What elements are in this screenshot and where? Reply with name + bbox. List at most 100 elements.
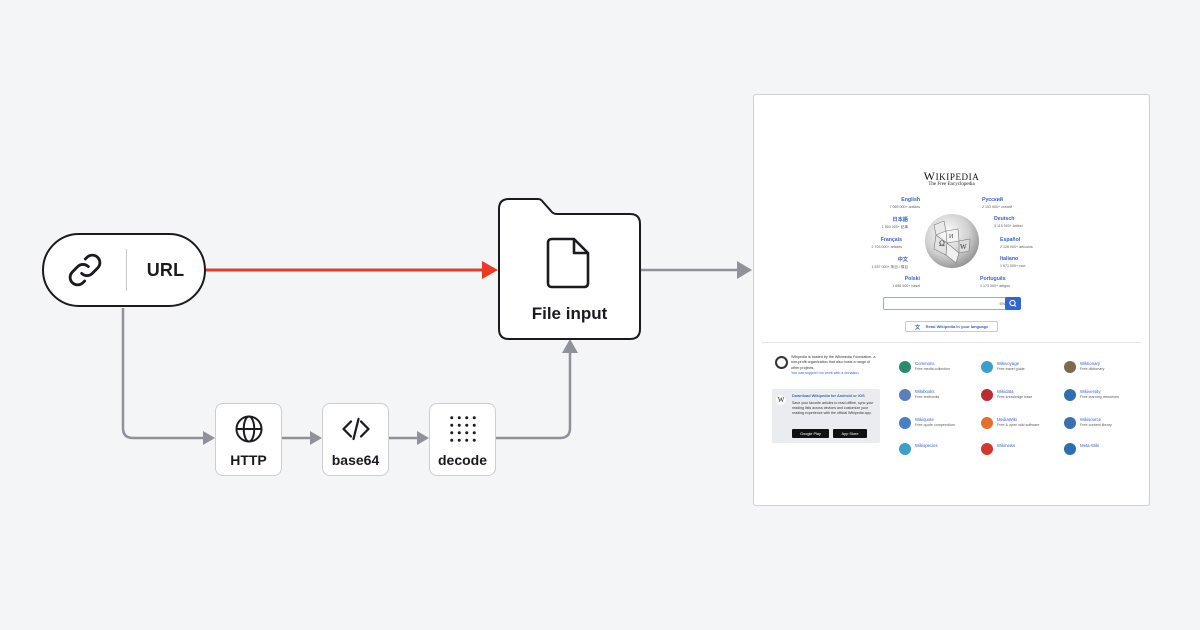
- language-count: 2 126 000+ artículos: [1000, 245, 1033, 249]
- base64-to-decode-arrowhead: [417, 431, 429, 445]
- language-link[interactable]: Italiano 1 971 000+ voci: [1000, 256, 1070, 268]
- project-link[interactable]: Wikivoyage Free travel guide: [981, 361, 1061, 373]
- project-link[interactable]: Wikiquote Free quote compendium: [899, 417, 979, 429]
- svg-text:И: И: [949, 234, 954, 240]
- wikipedia-app-icon: W: [776, 395, 786, 405]
- app-download-text: Save your favorite articles to read offl…: [792, 401, 874, 416]
- wikivoyage-icon: [981, 361, 993, 373]
- wikinews-icon: [981, 443, 993, 455]
- donate-link[interactable]: You can support our work with a donation…: [791, 370, 860, 375]
- project-description: Free quote compendium: [915, 423, 955, 427]
- language-name[interactable]: Deutsch: [994, 216, 1015, 222]
- wikimedia-logo-icon: [775, 356, 788, 369]
- project-name[interactable]: Wikispecies: [915, 443, 938, 448]
- language-count: 1 696 000+ haseł: [892, 284, 920, 288]
- project-link[interactable]: Wikinews: [981, 443, 1061, 455]
- project-name[interactable]: Wikisource: [1080, 417, 1102, 422]
- wikisource-icon: [1064, 417, 1076, 429]
- read-in-language-button[interactable]: 文 Read Wikipedia in your language: [905, 321, 998, 332]
- code-icon: [323, 414, 388, 444]
- project-link[interactable]: Wikiversity Free learning resources: [1064, 389, 1144, 401]
- app-download-title[interactable]: Download Wikipedia for Android or iOS: [792, 393, 865, 398]
- language-link[interactable]: Français 2 703 000+ articles: [832, 237, 902, 249]
- url-to-http-arrowhead: [203, 431, 215, 445]
- search-icon: [1009, 299, 1017, 307]
- svg-text:文: 文: [915, 324, 921, 330]
- decode-to-file-connector: [496, 352, 572, 440]
- wiktionary-icon: [1064, 361, 1076, 373]
- language-count: 2 703 000+ articles: [871, 245, 902, 249]
- project-name[interactable]: Wikidata: [997, 389, 1014, 394]
- project-name[interactable]: Wikinews: [997, 443, 1016, 448]
- wikipedia-tagline: The Free Encyclopedia: [928, 182, 975, 187]
- wikimedia-foundation-block: Wikipedia is hosted by the Wikimedia Fou…: [773, 355, 878, 376]
- project-description: Free learning resources: [1080, 395, 1119, 399]
- project-link[interactable]: Wikibooks Free textbooks: [899, 389, 979, 401]
- project-name[interactable]: Wikivoyage: [997, 361, 1019, 366]
- http-step-label: HTTP: [230, 452, 267, 468]
- project-description: Free media collection: [915, 367, 951, 371]
- base64-step: base64: [322, 403, 389, 476]
- project-name[interactable]: Commons: [915, 361, 935, 366]
- project-name[interactable]: Wikiquote: [915, 417, 934, 422]
- language-link[interactable]: English 7 069 000+ articles: [850, 197, 920, 209]
- google-play-button[interactable]: Google Play: [792, 429, 829, 438]
- url-to-http-connector: [121, 308, 205, 440]
- project-description: Free knowledge base: [997, 395, 1033, 399]
- project-description: Free textbooks: [915, 395, 940, 399]
- mediawiki-icon: [981, 417, 993, 429]
- project-link[interactable]: Wikidata Free knowledge base: [981, 389, 1061, 401]
- project-name[interactable]: Meta-Wiki: [1080, 443, 1100, 448]
- folder-shape: [498, 198, 641, 340]
- language-name[interactable]: Polski: [904, 276, 920, 282]
- app-store-button[interactable]: App Store: [833, 429, 867, 438]
- language-name[interactable]: Português: [980, 276, 1006, 282]
- language-name[interactable]: 日本語: [892, 217, 908, 223]
- search-language-selector[interactable]: EN: [999, 301, 1005, 306]
- language-link[interactable]: Deutsch 3 115 000+ Artikel: [994, 216, 1064, 228]
- language-link[interactable]: Русский 2 103 000+ статей: [982, 197, 1052, 209]
- meta-wiki-icon: [1064, 443, 1076, 455]
- project-link[interactable]: Wikisource Free content library: [1064, 417, 1144, 429]
- project-name[interactable]: Wikiversity: [1080, 389, 1101, 394]
- wikipedia-search-button[interactable]: [1005, 297, 1021, 310]
- language-link[interactable]: Português 1 173 000+ artigos: [980, 276, 1050, 288]
- language-count: 2 103 000+ статей: [982, 205, 1013, 209]
- project-link[interactable]: Commons Free media collection: [899, 361, 979, 373]
- language-link[interactable]: Español 2 126 000+ artículos: [1000, 237, 1070, 249]
- wikipedia-divider: [762, 342, 1141, 343]
- project-name[interactable]: Wiktionary: [1080, 361, 1101, 366]
- wikipedia-search-input[interactable]: EN: [883, 297, 1010, 310]
- project-description: Free content library: [1080, 423, 1112, 427]
- project-link[interactable]: Meta-Wiki: [1064, 443, 1144, 455]
- url-node: URL: [42, 233, 206, 307]
- url-to-file-arrowhead: [482, 261, 498, 279]
- language-count: 1 503 000+ 記事: [881, 225, 908, 229]
- language-name[interactable]: Italiano: [1000, 256, 1019, 262]
- language-name[interactable]: 中文: [897, 257, 908, 263]
- project-name[interactable]: MediaWiki: [997, 417, 1017, 422]
- project-description: Free dictionary: [1080, 367, 1105, 371]
- wikipedia-preview: WIKIPEDIA The Free Encyclopedia Ω W И En…: [753, 94, 1150, 506]
- language-name[interactable]: English: [901, 197, 920, 203]
- language-link[interactable]: 日本語 1 503 000+ 記事: [838, 216, 908, 230]
- project-link[interactable]: Wiktionary Free dictionary: [1064, 361, 1144, 373]
- file-to-preview-arrowhead: [737, 261, 752, 279]
- file-input-label: File input: [531, 304, 608, 323]
- project-link[interactable]: Wikispecies: [899, 443, 979, 455]
- language-link[interactable]: 中文 1 537 000+ 条目 / 條目: [838, 256, 908, 270]
- language-link[interactable]: Polski 1 696 000+ haseł: [850, 276, 920, 288]
- base64-step-label: base64: [331, 452, 380, 468]
- language-name[interactable]: Русский: [982, 197, 1003, 203]
- project-name[interactable]: Wikibooks: [915, 389, 935, 394]
- language-name[interactable]: Français: [880, 237, 902, 243]
- wikipedia-globe-icon: Ω W И: [925, 214, 979, 268]
- language-count: 3 115 000+ Artikel: [994, 224, 1023, 228]
- wikiversity-icon: [1064, 389, 1076, 401]
- project-link[interactable]: MediaWiki Free & open wiki software: [981, 417, 1061, 429]
- wikiquote-icon: [899, 417, 911, 429]
- link-icon: [44, 250, 126, 290]
- language-name[interactable]: Español: [1000, 237, 1021, 243]
- decode-step: decode: [429, 403, 496, 476]
